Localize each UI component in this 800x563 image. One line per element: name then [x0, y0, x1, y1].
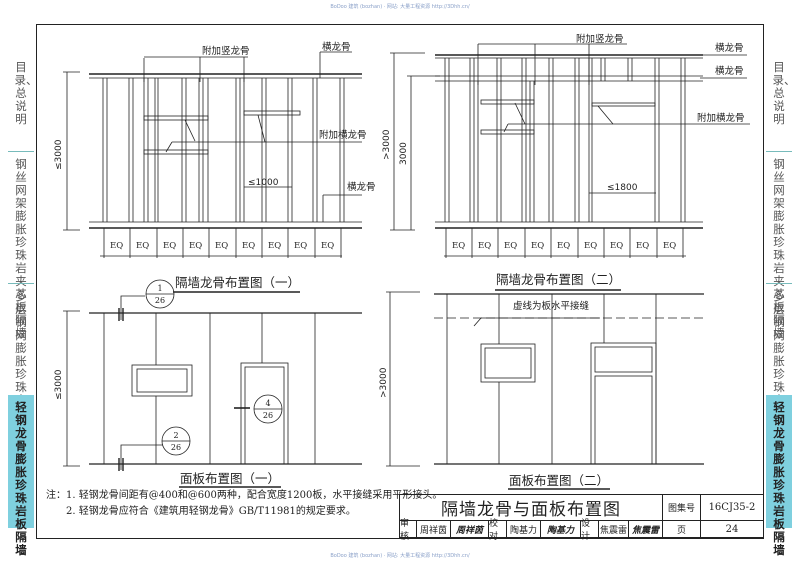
eq-label: EQ [242, 241, 255, 251]
checker-name: 陶基力 [507, 521, 541, 537]
designer-name: 焦震雷 [599, 521, 629, 537]
callout-2-page: 26 [171, 443, 181, 452]
side-tab-steel-mesh-left[interactable]: 钢丝网架膨胀珍珠岩夹芯板隔墙 [8, 151, 34, 340]
eq-label: EQ [136, 241, 149, 251]
eq-label: EQ [321, 241, 334, 251]
height-dim-panel-2: >3000 [379, 367, 389, 398]
note-1: 1. 轻钢龙骨间距有@400和@600两种，配合宽度1200板，水平接缝采用平形… [66, 490, 443, 501]
eq-label: EQ [557, 241, 570, 251]
note-2: 2. 轻钢龙骨应符合《建筑用轻钢龙骨》GB/T11981的规定要求。 [66, 506, 356, 517]
check-label: 校对 [489, 519, 507, 542]
label-horizontal-keel-bottom-1: 横龙骨 [347, 181, 376, 193]
eq-label: EQ [663, 241, 676, 251]
watermark-bottom: BoDoo 建筑 (bozhan) · 网站: 大量工程资源 http://3D… [330, 553, 470, 559]
designer-signature: 焦震雷 [629, 521, 663, 537]
callout-1-num: 1 [157, 284, 162, 293]
side-tab-steel-mesh-right[interactable]: 钢丝网架膨胀珍珠岩夹芯板隔墙 [766, 151, 792, 340]
eq-label: EQ [268, 241, 281, 251]
height-dim-panel-1: ≤3000 [54, 369, 64, 400]
title-panel-1: 面板布置图（一） [180, 471, 280, 486]
notes-prefix: 注： [46, 490, 66, 501]
eq-label: EQ [163, 241, 176, 251]
span-dim-2: ≤1800 [607, 183, 638, 193]
height-dim-keel-2-inner: 3000 [399, 142, 409, 165]
drawing-frame [36, 24, 764, 539]
reviewer-name: 周祥茵 [417, 521, 451, 537]
panel-layout-1 [63, 279, 362, 471]
title-keel-1: 隔墙龙骨布置图（一） [175, 275, 300, 290]
title-keel-2: 隔墙龙骨布置图（二） [496, 272, 621, 287]
label-horizontal-keel-2b: 横龙骨 [715, 65, 744, 77]
eq-label: EQ [478, 241, 491, 251]
callout-1-page: 26 [155, 296, 165, 305]
checker-signature: 陶基力 [541, 521, 581, 537]
callout-2-num: 2 [173, 431, 178, 440]
label-add-horizontal-keel-2: 附加横龙骨 [697, 112, 745, 124]
label-add-horizontal-keel-1: 附加横龙骨 [319, 129, 367, 141]
atlas-label: 图集号 [663, 495, 701, 521]
keel-layout-2 [390, 43, 750, 258]
side-tab-light-steel-right[interactable]: 轻钢龙骨膨胀珍珠岩板隔墙 [766, 395, 792, 557]
eq-label: EQ [584, 241, 597, 251]
label-add-vertical-keel-2: 附加竖龙骨 [576, 33, 624, 45]
drawing-title: 隔墙龙骨与面板布置图 [400, 495, 663, 521]
eq-label: EQ [504, 241, 517, 251]
eq-label: EQ [636, 241, 649, 251]
eq-label: EQ [189, 241, 202, 251]
watermark-top: BoDoo 建筑 (bozhan) · 网站: 大量工程资源 http://3D… [330, 4, 470, 10]
callout-4-page: 26 [263, 411, 273, 420]
eq-label: EQ [452, 241, 465, 251]
label-add-vertical-keel-1: 附加竖龙骨 [202, 45, 250, 57]
height-dim-keel-1: ≤3000 [54, 139, 64, 170]
atlas-number: 16CJ35-2 [701, 495, 763, 521]
design-label: 设计 [581, 519, 599, 542]
panel-layout-2 [386, 291, 704, 467]
label-horizontal-keel-2a: 横龙骨 [715, 42, 744, 54]
page-label: 页 [663, 521, 701, 537]
callout-4-num: 4 [265, 399, 270, 408]
page-number: 24 [725, 523, 739, 535]
keel-layout-1 [63, 51, 362, 258]
side-tab-contents-left[interactable]: 目录、总说明 [14, 60, 38, 126]
span-dim-1: ≤1000 [248, 178, 279, 188]
notes: 注：1. 轻钢龙骨间距有@400和@600两种，配合宽度1200板，水平接缝采用… [46, 488, 442, 520]
eq-label: EQ [110, 241, 123, 251]
label-horizontal-keel-1: 横龙骨 [322, 41, 351, 53]
title-panel-2: 面板布置图（二） [509, 473, 609, 488]
eq-label: EQ [610, 241, 623, 251]
review-label: 审核 [400, 519, 417, 542]
eq-label: EQ [294, 241, 307, 251]
side-tab-light-steel-left[interactable]: 轻钢龙骨膨胀珍珠岩板隔墙 [8, 395, 34, 557]
reviewer-signature: 周祥茵 [451, 521, 489, 537]
dashed-joint-note: 虚线为板水平接缝 [513, 300, 590, 312]
side-tab-contents-right[interactable]: 目录、总说明 [772, 60, 796, 126]
title-block: 隔墙龙骨与面板布置图 图集号 16CJ35-2 审核 周祥茵 周祥茵 校对 陶基… [399, 494, 764, 542]
eq-label: EQ [531, 241, 544, 251]
height-dim-keel-2-outer: >3000 [382, 129, 392, 160]
eq-label: EQ [215, 241, 228, 251]
